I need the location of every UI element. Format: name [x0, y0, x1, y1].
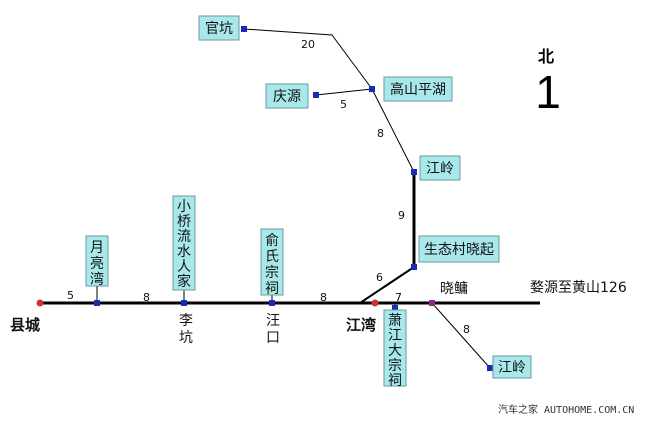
dist-yueliang-likeng: 8: [143, 291, 150, 304]
svg-text:湾: 湾: [90, 271, 104, 288]
svg-text:庆源: 庆源: [273, 89, 301, 105]
dist-jiangling-shengtai: 9: [398, 209, 405, 222]
dist-guankeng-gaoshan: 20: [301, 38, 315, 51]
box-guankeng: 官坑: [198, 15, 240, 41]
svg-text:俞: 俞: [265, 232, 279, 249]
svg-text:小: 小: [177, 199, 191, 215]
box-gaoshan-pinghu: 高山平湖: [383, 76, 453, 102]
stop-xiancheng: [36, 299, 44, 307]
road-xiaoyong-jiangling: [431, 302, 491, 369]
stop-qingyuan: [313, 92, 319, 98]
stop-jiangwan: [371, 299, 379, 307]
stop-yushi: [269, 300, 275, 306]
svg-text:宗: 宗: [265, 265, 279, 281]
stop-shengtai: [411, 264, 417, 270]
stop-xiaojiang: [392, 305, 398, 311]
svg-text:江岭: 江岭: [498, 360, 526, 376]
stop-xiaoqiao: [181, 300, 187, 306]
svg-text:家: 家: [177, 273, 191, 290]
watermark: 汽车之家 AUTOHOME.COM.CN: [498, 403, 634, 416]
box-xiaojiang: 萧 江 大 宗 祠: [383, 309, 407, 389]
stop-yueliang: [94, 300, 100, 306]
dist-qingyuan-gaoshan: 5: [340, 98, 347, 111]
label-wangkou-2: 口: [266, 330, 280, 346]
box-qingyuan: 庆源: [265, 83, 309, 109]
stop-jiangling-bottom: [487, 365, 493, 371]
road-gaoshan-guankeng: [243, 28, 373, 90]
road-jiangling-gaoshan: [371, 88, 415, 173]
dist-wangkou-jiangwan: 8: [320, 291, 327, 304]
road-qingyuan-gaoshan: [315, 88, 373, 96]
svg-text:江岭: 江岭: [426, 161, 454, 177]
svg-text:宗: 宗: [388, 358, 402, 374]
label-xiancheng: 县城: [10, 316, 40, 334]
dist-shengtai-jiangwan: 6: [376, 271, 383, 284]
label-xiaoyong: 晓鳙: [440, 281, 468, 297]
box-yueliangwan: 月 亮 湾: [85, 235, 109, 288]
svg-text:萧: 萧: [388, 313, 402, 329]
svg-text:江: 江: [388, 328, 402, 344]
dist-gaoshan-jiangling: 8: [377, 127, 384, 140]
dist-xiaoyong-jiangling: 8: [463, 323, 470, 336]
box-jiangling-top: 江岭: [419, 155, 461, 181]
svg-text:亮: 亮: [90, 255, 104, 272]
svg-text:高山平湖: 高山平湖: [390, 81, 446, 98]
box-jiangling-bottom: 江岭: [492, 355, 532, 379]
svg-text:人: 人: [177, 259, 191, 275]
stop-guankeng: [241, 26, 247, 32]
svg-text:官坑: 官坑: [205, 21, 233, 37]
stop-gaoshan: [369, 86, 375, 92]
road-jiangwan-shengtai: [359, 266, 415, 304]
svg-text:流: 流: [177, 229, 191, 245]
north-numeral: 1: [535, 66, 561, 118]
stop-jiangling-top: [411, 169, 417, 175]
label-wangkou-1: 汪: [266, 313, 280, 329]
svg-text:桥: 桥: [177, 214, 191, 230]
box-shengtaicun: 生态村晓起: [418, 235, 500, 263]
svg-text:氏: 氏: [265, 249, 279, 265]
dist-xiancheng-yueliang: 5: [67, 289, 74, 302]
label-highway: 婺源至黄山126: [530, 279, 627, 296]
svg-text:大: 大: [388, 343, 402, 359]
svg-text:月: 月: [90, 240, 104, 256]
label-likeng-1: 李: [179, 313, 193, 329]
north-label: 北: [538, 47, 554, 66]
svg-text:祠: 祠: [388, 373, 402, 389]
svg-text:水: 水: [177, 244, 191, 260]
dist-jiangwan-xiaoyong: 7: [395, 291, 402, 304]
svg-text:祠: 祠: [265, 281, 279, 297]
stop-xiaoyong: [429, 300, 435, 306]
svg-text:生态村晓起: 生态村晓起: [424, 242, 494, 258]
box-yushi: 俞 氏 宗 祠: [260, 228, 284, 297]
label-likeng-2: 坑: [179, 330, 193, 346]
box-xiaoqiao: 小 桥 流 水 人 家: [172, 195, 196, 291]
label-jiangwan: 江湾: [346, 316, 376, 334]
